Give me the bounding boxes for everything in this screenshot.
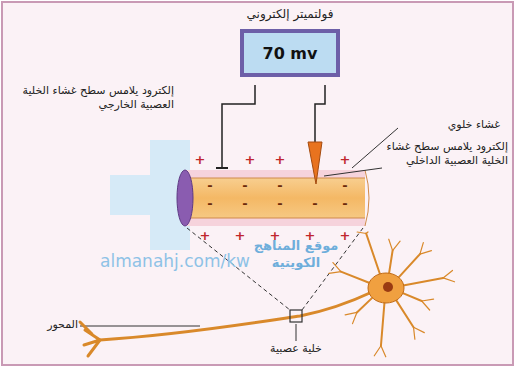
positive-charge: + xyxy=(193,151,207,169)
negative-charge: - xyxy=(273,177,287,195)
negative-charge: - xyxy=(308,195,322,213)
electrode-label: إلكترود يلامس سطح غشاء الخلية العصبية ال… xyxy=(384,140,508,169)
voltmeter-wire xyxy=(222,85,325,168)
outer-electrode xyxy=(216,167,228,169)
voltmeter: فولتميتر إلكتروني 70 mv xyxy=(230,5,350,77)
nucleus xyxy=(383,282,393,292)
voltmeter-title: فولتميتر إلكتروني xyxy=(230,5,350,23)
watermark: موقع المناهج الكويتية xyxy=(236,238,356,272)
negative-charge: - xyxy=(273,195,287,213)
axon-label: المحور xyxy=(20,318,78,332)
positive-charge: + xyxy=(303,227,317,245)
leader-line xyxy=(80,128,398,341)
negative-charge: - xyxy=(203,195,217,213)
electrode-label: إلكترود يلامس سطح غشاء الخلية العصبية ال… xyxy=(6,84,174,113)
zoom-square xyxy=(290,310,302,322)
voltage-reading: 70 mv xyxy=(263,44,318,63)
watermark: almanahj.com/kw xyxy=(100,250,270,272)
neuron-label: خلية عصبية xyxy=(256,342,336,356)
axon-segment xyxy=(177,170,369,226)
negative-charge: - xyxy=(238,195,252,213)
positive-charge: + xyxy=(273,151,287,169)
neuron xyxy=(80,232,454,357)
positive-charge: + xyxy=(338,151,352,169)
voltmeter-screen: 70 mv xyxy=(240,29,340,77)
cell-body xyxy=(368,273,404,303)
negative-charge: - xyxy=(238,177,252,195)
positive-charge: + xyxy=(338,227,352,245)
negative-charge: - xyxy=(203,177,217,195)
positive-charge: + xyxy=(198,227,212,245)
positive-charge: + xyxy=(243,151,257,169)
positive-charge: + xyxy=(268,227,282,245)
membrane-label: غشاء خلوي xyxy=(400,118,500,132)
negative-charge: - xyxy=(338,195,352,213)
negative-charge: - xyxy=(338,177,352,195)
inner-electrode xyxy=(308,142,322,184)
positive-charge: + xyxy=(233,227,247,245)
